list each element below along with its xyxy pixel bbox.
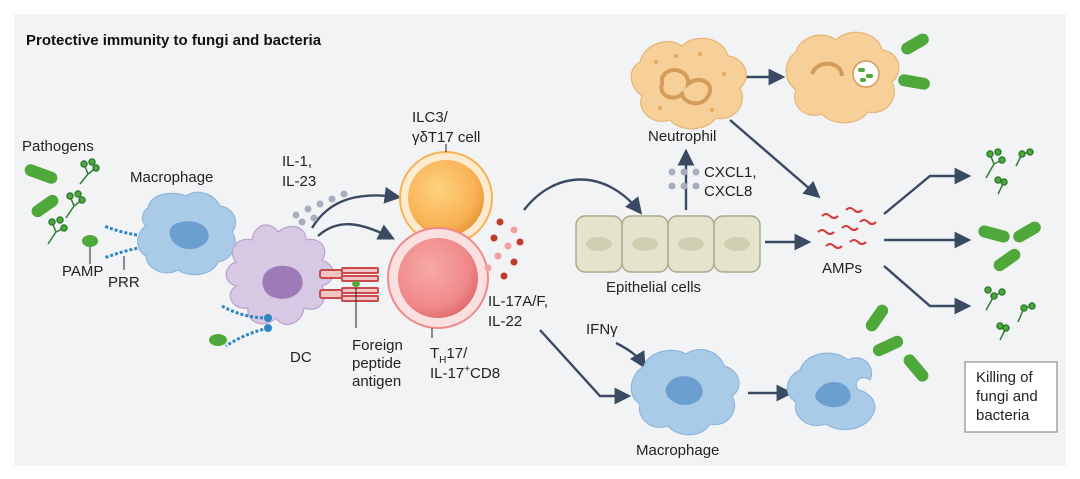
bacterium-icon	[31, 194, 59, 218]
label-macrophage-left: Macrophage	[130, 169, 213, 186]
arrow-amps-to-top	[883, 167, 972, 215]
label-killing-2: fungi and	[976, 388, 1038, 405]
killed-fungi-top	[985, 148, 1034, 195]
bacteria-near-macrophage	[865, 304, 929, 382]
prr-receptor-icon	[103, 224, 153, 260]
label-macrophage-bottom: Macrophage	[636, 442, 719, 459]
pathogen-icon	[209, 334, 227, 346]
epithelial-cells	[575, 215, 761, 273]
dendritic-cell	[225, 224, 334, 325]
th17-cell	[387, 227, 489, 329]
label-pamp: PAMP	[62, 263, 103, 280]
diagram-title: Protective immunity to fungi and bacteri…	[26, 32, 322, 49]
label-gdt17: γδT17 cell	[412, 129, 480, 146]
label-killing-3: bacteria	[976, 407, 1030, 424]
bacteria-near-neutrophil	[898, 33, 930, 90]
macrophage-left-cell	[137, 191, 237, 276]
fungus-icon	[65, 190, 86, 219]
label-cxcl8: CXCL8	[704, 183, 752, 200]
label-il23: IL-23	[282, 173, 316, 190]
ilc3-cell	[399, 151, 493, 245]
antigen-icon	[352, 281, 360, 287]
label-epithelial: Epithelial cells	[606, 279, 701, 296]
label-th17: TH17/	[430, 345, 468, 366]
label-cxcl1: CXCL1,	[704, 164, 757, 181]
arrow-to-epithelial	[523, 178, 643, 215]
label-il17af: IL-17A/F,	[488, 293, 548, 310]
label-pathogens: Pathogens	[22, 138, 94, 155]
label-ilc3: ILC3/	[412, 109, 449, 126]
cxcl-cytokines	[668, 168, 700, 190]
killed-bacteria-mid	[978, 221, 1041, 272]
arrows	[310, 68, 972, 405]
arrow-ifng	[615, 341, 646, 369]
dc-prr-receptor-icon	[221, 304, 269, 348]
macrophage-activated-cell	[786, 352, 876, 431]
pathogens-group	[24, 158, 100, 245]
il1-il23-cytokines	[292, 190, 348, 226]
arrow-dc-to-ilc3	[310, 186, 402, 229]
label-ifng: IFNγ	[586, 321, 618, 338]
label-killing-1: Killing of	[976, 369, 1034, 386]
arrow-th17-to-macrophage	[539, 329, 632, 405]
tcr-mhc-complex	[319, 267, 379, 302]
activated-neutrophil-cell	[785, 31, 900, 124]
macrophage-bottom-cell	[630, 349, 740, 436]
label-dc: DC	[290, 349, 312, 366]
label-peptide: peptide	[352, 355, 401, 372]
pamp-icon	[82, 235, 98, 247]
killed-fungi-bottom	[984, 286, 1036, 341]
neutrophil-cell	[630, 37, 747, 130]
label-il22: IL-22	[488, 313, 522, 330]
label-prr: PRR	[108, 274, 140, 291]
label-neutrophil: Neutrophil	[648, 128, 716, 145]
il17-il22-cytokines	[484, 218, 524, 280]
fungus-icon	[47, 216, 68, 245]
label-antigen: antigen	[352, 373, 401, 390]
fungus-icon	[79, 158, 100, 185]
arrow-neutrophil-to-amps	[729, 119, 821, 199]
label-il17cd8: IL-17+CD8	[430, 364, 500, 382]
arrow-dc-to-th17	[317, 223, 396, 240]
arrow-amps-to-bottom	[883, 265, 972, 315]
amps-peptides	[817, 207, 877, 249]
killing-box	[964, 361, 1058, 433]
label-il1: IL-1,	[282, 153, 312, 170]
label-foreign: Foreign	[352, 337, 403, 354]
label-amps: AMPs	[822, 260, 862, 277]
bacterium-icon	[24, 164, 58, 184]
